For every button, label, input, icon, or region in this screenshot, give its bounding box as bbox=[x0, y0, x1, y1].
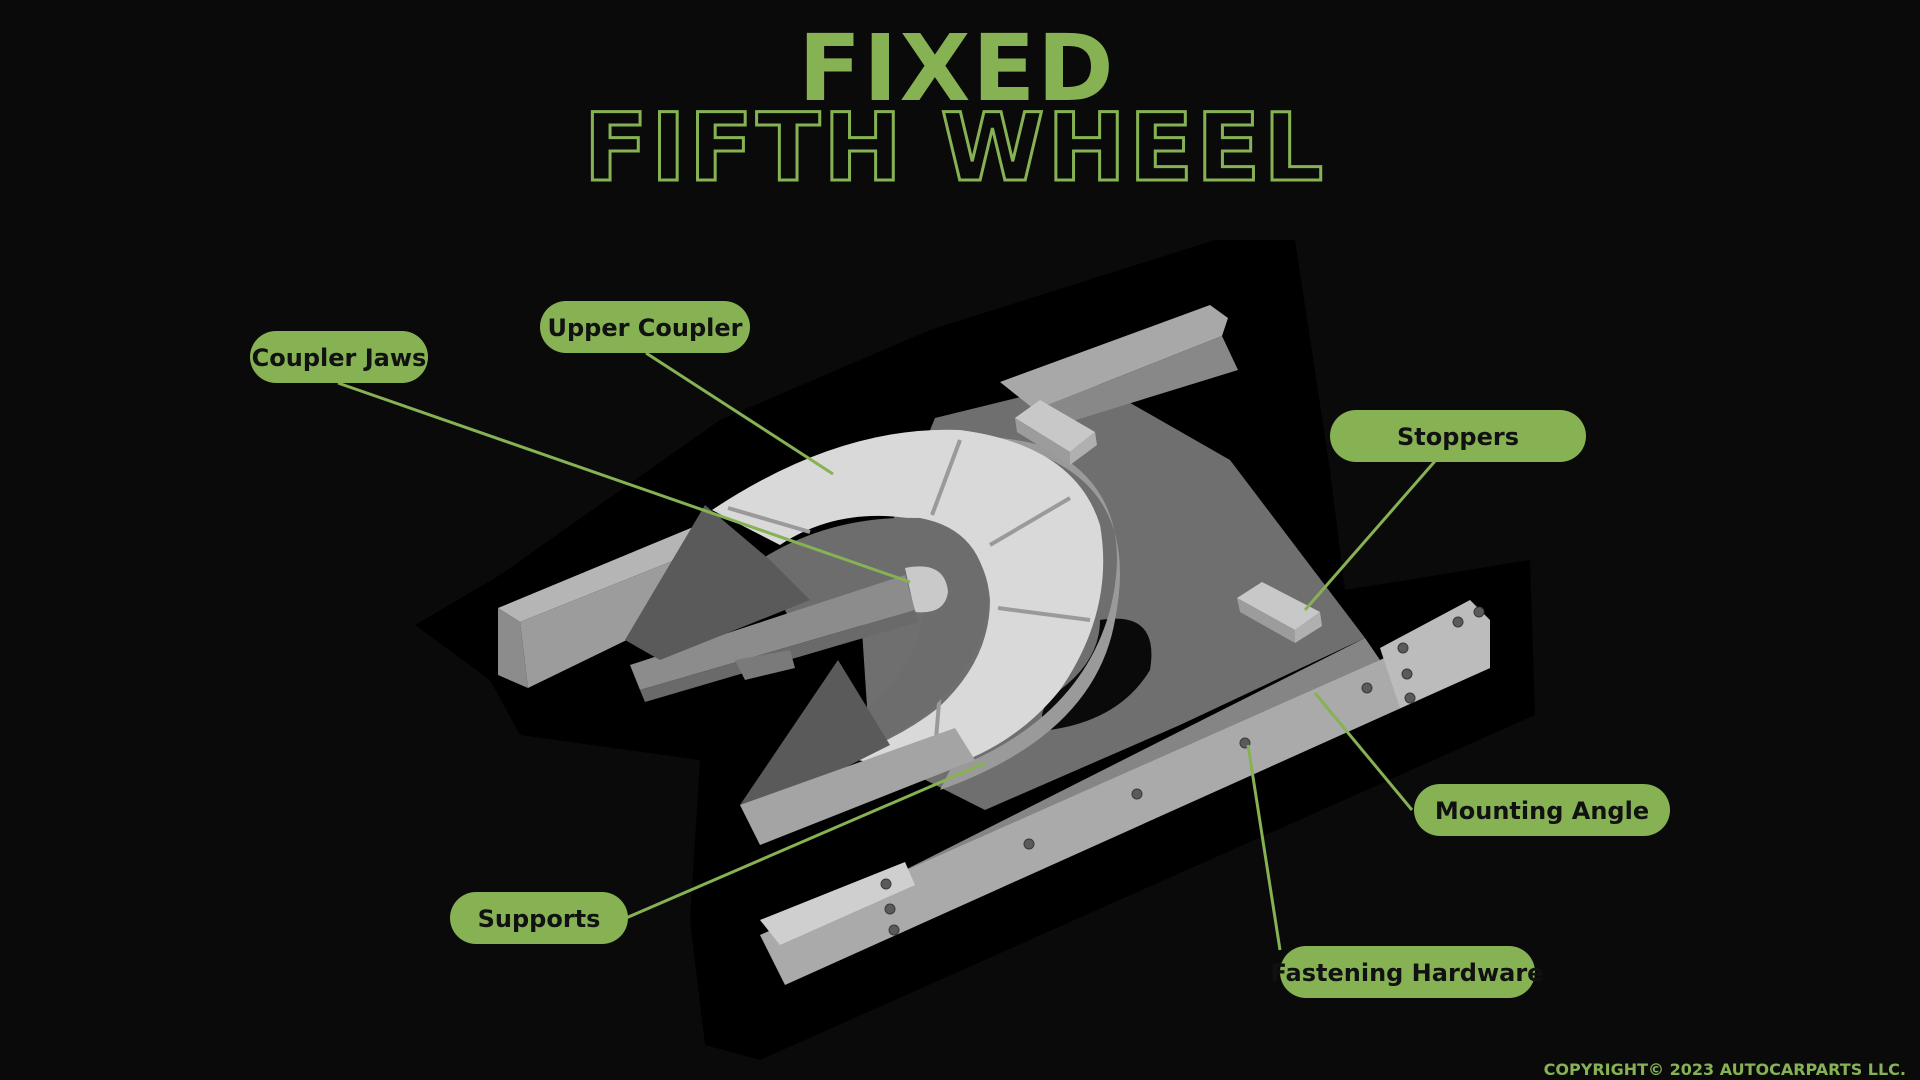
fifth-wheel-illustration bbox=[415, 240, 1535, 1060]
label-stoppers: Stoppers bbox=[1330, 410, 1586, 462]
leader-coupler-jaws bbox=[337, 381, 911, 584]
fastening-bolts bbox=[880, 606, 1485, 936]
leader-lines bbox=[337, 351, 1438, 951]
label-coupler-jaws-text: Coupler Jaws bbox=[252, 344, 427, 372]
leader-stoppers bbox=[1303, 459, 1438, 611]
diagram-title: FIXED FIFTH WHEEL bbox=[582, 15, 1327, 205]
kingpin-slot bbox=[905, 566, 948, 613]
front-rail-end-face bbox=[1380, 600, 1490, 708]
upper-coupler-disc bbox=[712, 429, 1104, 772]
rear-rail-top bbox=[1000, 305, 1228, 410]
label-stoppers-text: Stoppers bbox=[1397, 423, 1519, 451]
left-rail-top bbox=[498, 518, 725, 622]
title-line-2: FIFTH WHEEL bbox=[584, 94, 1327, 203]
leader-supports bbox=[625, 761, 986, 920]
label-upper-coupler-text: Upper Coupler bbox=[547, 314, 742, 342]
left-support-lip bbox=[735, 650, 795, 680]
label-coupler-jaws: Coupler Jaws bbox=[250, 331, 428, 383]
leader-upper-coupler bbox=[645, 351, 834, 476]
title-line-1: FIXED bbox=[798, 15, 1115, 122]
label-mounting-angle: Mounting Angle bbox=[1414, 784, 1670, 836]
rear-rail-face bbox=[1035, 336, 1238, 428]
stopper-rear bbox=[1015, 400, 1097, 465]
label-fastening-hardware-text: Fastening Hardware bbox=[1271, 959, 1544, 987]
leader-fastening-hardware bbox=[1246, 744, 1282, 951]
stopper-front bbox=[1237, 582, 1322, 643]
label-mounting-angle-text: Mounting Angle bbox=[1435, 797, 1649, 825]
leader-mounting-angle bbox=[1313, 692, 1414, 811]
label-fastening-hardware: Fastening Hardware bbox=[1271, 946, 1544, 998]
left-support bbox=[625, 505, 810, 660]
left-rail-face bbox=[498, 608, 528, 688]
right-support-base bbox=[740, 728, 975, 845]
coupler-jaws-bar bbox=[630, 575, 915, 690]
label-upper-coupler: Upper Coupler bbox=[540, 301, 750, 353]
upper-coupler-rim bbox=[720, 435, 1120, 790]
front-rail-face bbox=[760, 618, 1490, 985]
right-support bbox=[740, 660, 890, 812]
copyright-notice: COPYRIGHT© 2023 AUTOCARPARTS LLC. bbox=[1544, 1060, 1906, 1079]
label-supports: Supports bbox=[450, 892, 628, 944]
front-rail-left-end bbox=[760, 862, 915, 945]
label-supports-text: Supports bbox=[478, 905, 601, 933]
